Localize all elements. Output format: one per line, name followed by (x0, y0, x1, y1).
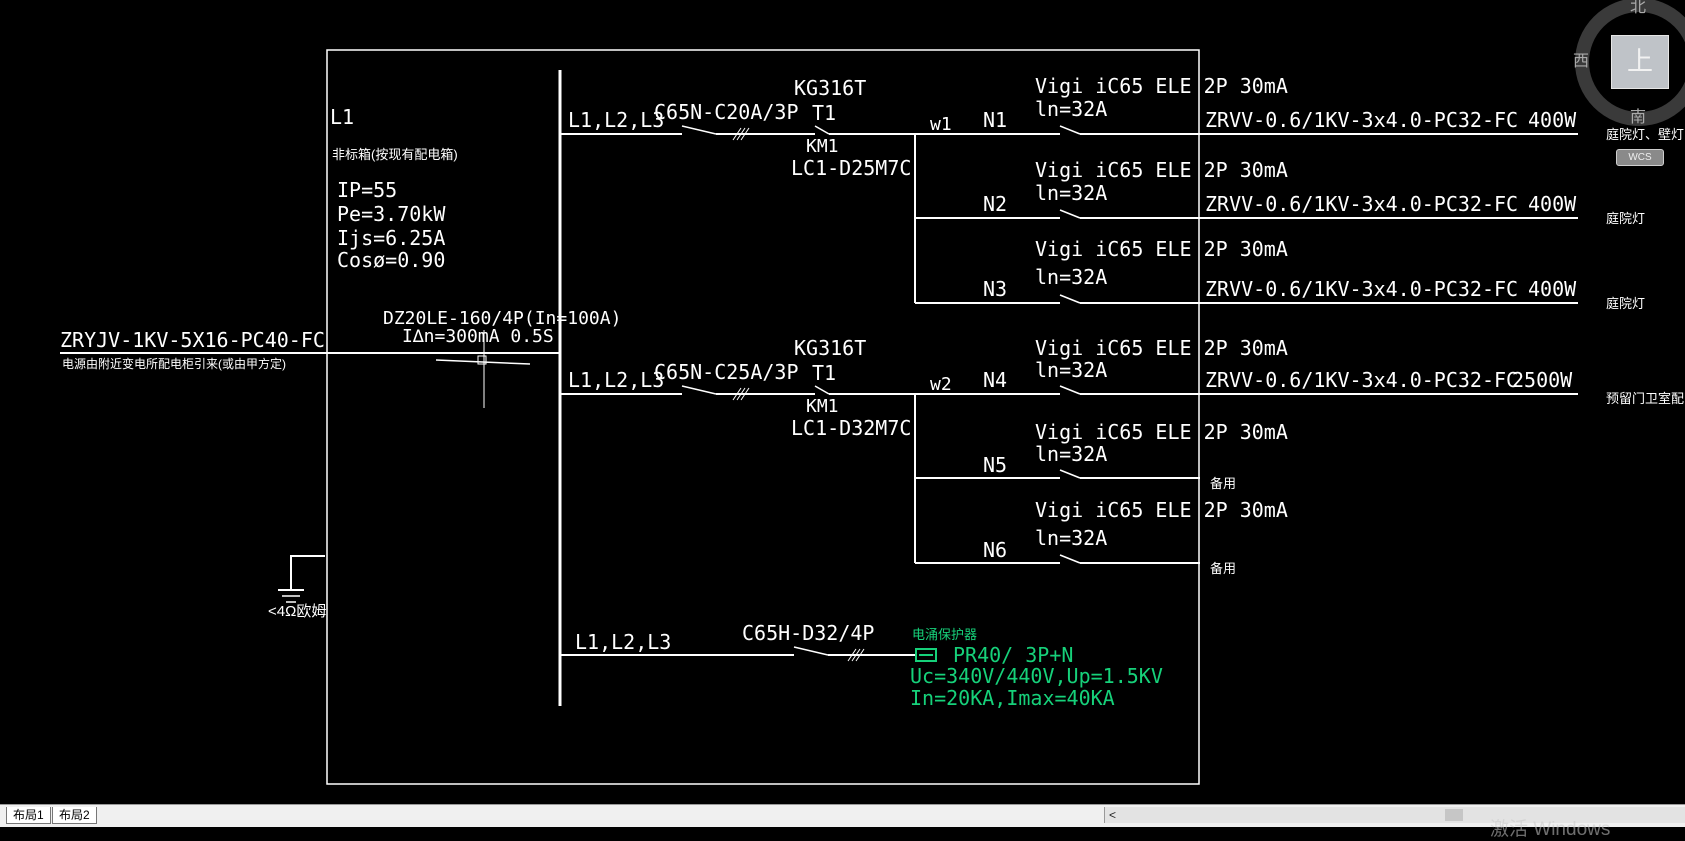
group1-phases: L1,L2,L3 (568, 108, 665, 132)
group1-contactor: LC1-D25M7C (791, 156, 912, 180)
incoming-note: 电源由附近变电所配电柜引来(或由甲方定) (62, 357, 286, 371)
windows-activation-watermark: 激活 Windows (1490, 819, 1611, 840)
circuit-n6-id: N6 (983, 538, 1008, 562)
group1-bus: w1 (930, 114, 952, 135)
group2-contactor: LC1-D32M7C (791, 416, 912, 440)
circuit-n1-rating: ln=32A (1035, 97, 1108, 121)
ground-resistance: <4Ω欧姆 (268, 603, 327, 620)
circuit-n2-rcbo: Vigi iC65 ELE 2P 30mA (1035, 158, 1288, 182)
circuit-n4-id: N4 (983, 368, 1008, 392)
panel-ijs: Ijs=6.25A (337, 226, 446, 250)
circuit-n3-power: 400W (1528, 277, 1577, 301)
circuit-n4-cable: ZRVV-0.6/1KV-3x4.0-PC32-FC (1205, 368, 1519, 392)
group2-timer: KG316T (794, 336, 867, 360)
circuit-n3-rcbo: Vigi iC65 ELE 2P 30mA (1035, 237, 1288, 261)
compass-south[interactable]: 南 (1630, 109, 1647, 126)
circuit-n3-rating: ln=32A (1035, 265, 1108, 289)
circuit-n1-rcbo: Vigi iC65 ELE 2P 30mA (1035, 74, 1288, 98)
incoming-cable: ZRYJV-1KV-5X16-PC40-FC (60, 328, 325, 352)
circuit-n4-rating: ln=32A (1035, 358, 1108, 382)
layout-tab-bar: 布局1 布局2 < (0, 804, 1685, 827)
panel-pe: Pe=3.70kW (337, 202, 446, 226)
group2-km: KM1 (806, 396, 839, 417)
circuit-n4-rcbo: Vigi iC65 ELE 2P 30mA (1035, 336, 1288, 360)
circuit-n2-power: 400W (1528, 192, 1577, 216)
horizontal-scrollbar[interactable]: < (1104, 807, 1685, 823)
circuit-n3-cable: ZRVV-0.6/1KV-3x4.0-PC32-FC (1205, 277, 1519, 301)
scroll-left-arrow-icon[interactable]: < (1109, 808, 1117, 822)
circuit-n4-load: 预留门卫室配电 (1606, 391, 1685, 406)
circuit-n6-rcbo: Vigi iC65 ELE 2P 30mA (1035, 498, 1288, 522)
spd-title: 电涌保护器 (912, 627, 978, 642)
spd-phases: L1,L2,L3 (575, 630, 672, 654)
circuit-n1-id: N1 (983, 108, 1008, 132)
incoming-breaker: DZ20LE-160/4P(In=100A) (383, 308, 622, 329)
rcbo-contacts (1059, 125, 1200, 564)
circuit-n5-load: 备用 (1210, 476, 1237, 491)
circuit-n1-load: 庭院灯、壁灯 (1606, 127, 1685, 142)
viewcube-top-face[interactable]: 上 (1611, 35, 1669, 89)
circuit-n3-id: N3 (983, 277, 1008, 301)
tab-layout1[interactable]: 布局1 (6, 807, 51, 824)
ground-line (290, 555, 325, 590)
panel-type-note: 非标箱(按现有配电箱) (332, 147, 458, 162)
group1-km: KM1 (806, 136, 839, 157)
circuit-n1-power: 400W (1528, 108, 1577, 132)
circuit-n6-load: 备用 (1210, 561, 1237, 576)
circuit-n2-cable: ZRVV-0.6/1KV-3x4.0-PC32-FC (1205, 192, 1519, 216)
spd-in: In=20KA,Imax=40KA (910, 686, 1115, 710)
wcs-menu-button[interactable]: WCS (1616, 149, 1664, 166)
compass-west[interactable]: 西 (1573, 53, 1590, 70)
circuit-n5-rating: ln=32A (1035, 442, 1108, 466)
group1-breaker: C65N-C20A/3P (654, 100, 799, 124)
group1-timer: KG316T (794, 76, 867, 100)
spd-model: PR40/ 3P+N (953, 643, 1074, 667)
panel-border (326, 49, 1200, 785)
panel-ip: IP=55 (337, 178, 398, 202)
circuit-n5-id: N5 (983, 453, 1008, 477)
circuit-n2-load: 庭院灯 (1606, 211, 1646, 226)
circuit-n2-rating: ln=32A (1035, 181, 1108, 205)
spd-breaker: C65H-D32/4P (742, 621, 875, 645)
panel-cos: Cosø=0.90 (337, 248, 446, 272)
group2-phases: L1,L2,L3 (568, 368, 665, 392)
group1-t: T1 (812, 101, 837, 125)
incoming-breaker-contact (435, 359, 531, 365)
tab-layout2[interactable]: 布局2 (52, 807, 97, 824)
spd-uc: Uc=340V/440V,Up=1.5KV (910, 664, 1163, 688)
viewcube-ring[interactable] (1575, 0, 1685, 126)
circuit-n3-load: 庭院灯 (1606, 296, 1646, 311)
circuit-n2-id: N2 (983, 192, 1008, 216)
circuit-n5-rcbo: Vigi iC65 ELE 2P 30mA (1035, 420, 1288, 444)
panel-name: L1 (330, 105, 355, 129)
spd-symbol (915, 648, 937, 662)
group2-bus: w2 (930, 374, 952, 395)
group2-t: T1 (812, 361, 837, 385)
group2-breaker: C65N-C25A/3P (654, 360, 799, 384)
compass-north[interactable]: 北 (1630, 0, 1647, 16)
circuit-n4-power: 2500W (1512, 368, 1573, 392)
scroll-thumb[interactable] (1445, 809, 1463, 821)
circuit-n6-rating: ln=32A (1035, 526, 1108, 550)
circuit-n1-cable: ZRVV-0.6/1KV-3x4.0-PC32-FC (1205, 108, 1519, 132)
incoming-breaker-leak: I∆n=300mA 0.5S (402, 326, 554, 347)
